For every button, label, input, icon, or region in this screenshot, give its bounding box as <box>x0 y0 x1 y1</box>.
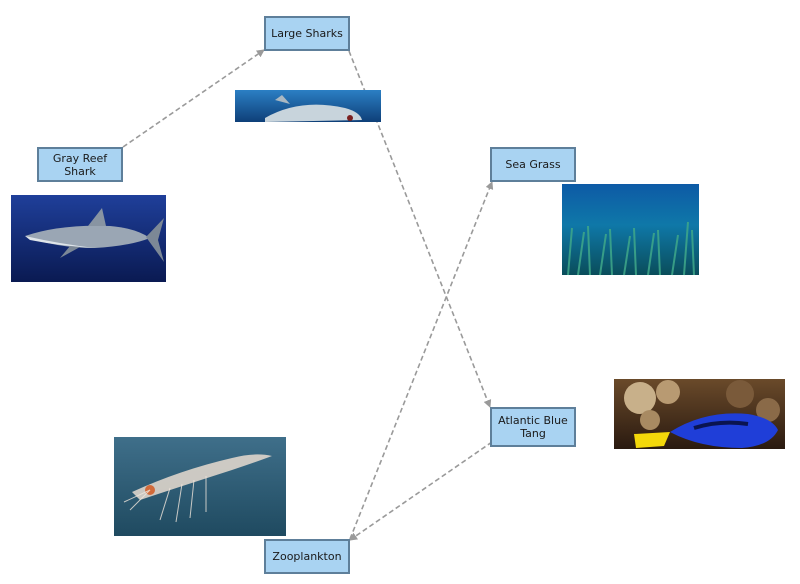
gray-reef-shark-photo <box>11 195 166 282</box>
node-label: Large Sharks <box>271 27 343 40</box>
edge-gray-reef-shark-to-large-sharks <box>122 49 265 148</box>
node-atlantic-blue-tang: Atlantic Blue Tang <box>490 407 576 447</box>
node-label: Gray Reef Shark <box>52 151 108 178</box>
node-label: Zooplankton <box>272 550 342 563</box>
node-large-sharks: Large Sharks <box>264 16 350 51</box>
node-label: Atlantic Blue Tang <box>498 414 568 440</box>
large-shark-photo <box>235 90 381 122</box>
node-label: Sea Grass <box>505 158 561 171</box>
edge-zooplankton-to-sea-grass <box>349 181 494 540</box>
edge-atlantic-blue-tang-to-zooplankton <box>349 441 493 541</box>
node-zooplankton: Zooplankton <box>264 539 350 574</box>
edges-layer <box>122 49 494 541</box>
node-gray-reef-shark: Gray Reef Shark <box>37 147 123 182</box>
node-sea-grass: Sea Grass <box>490 147 576 182</box>
sea-grass-photo <box>562 184 699 276</box>
zooplankton-photo <box>114 437 286 536</box>
blue-tang-photo <box>614 379 785 449</box>
